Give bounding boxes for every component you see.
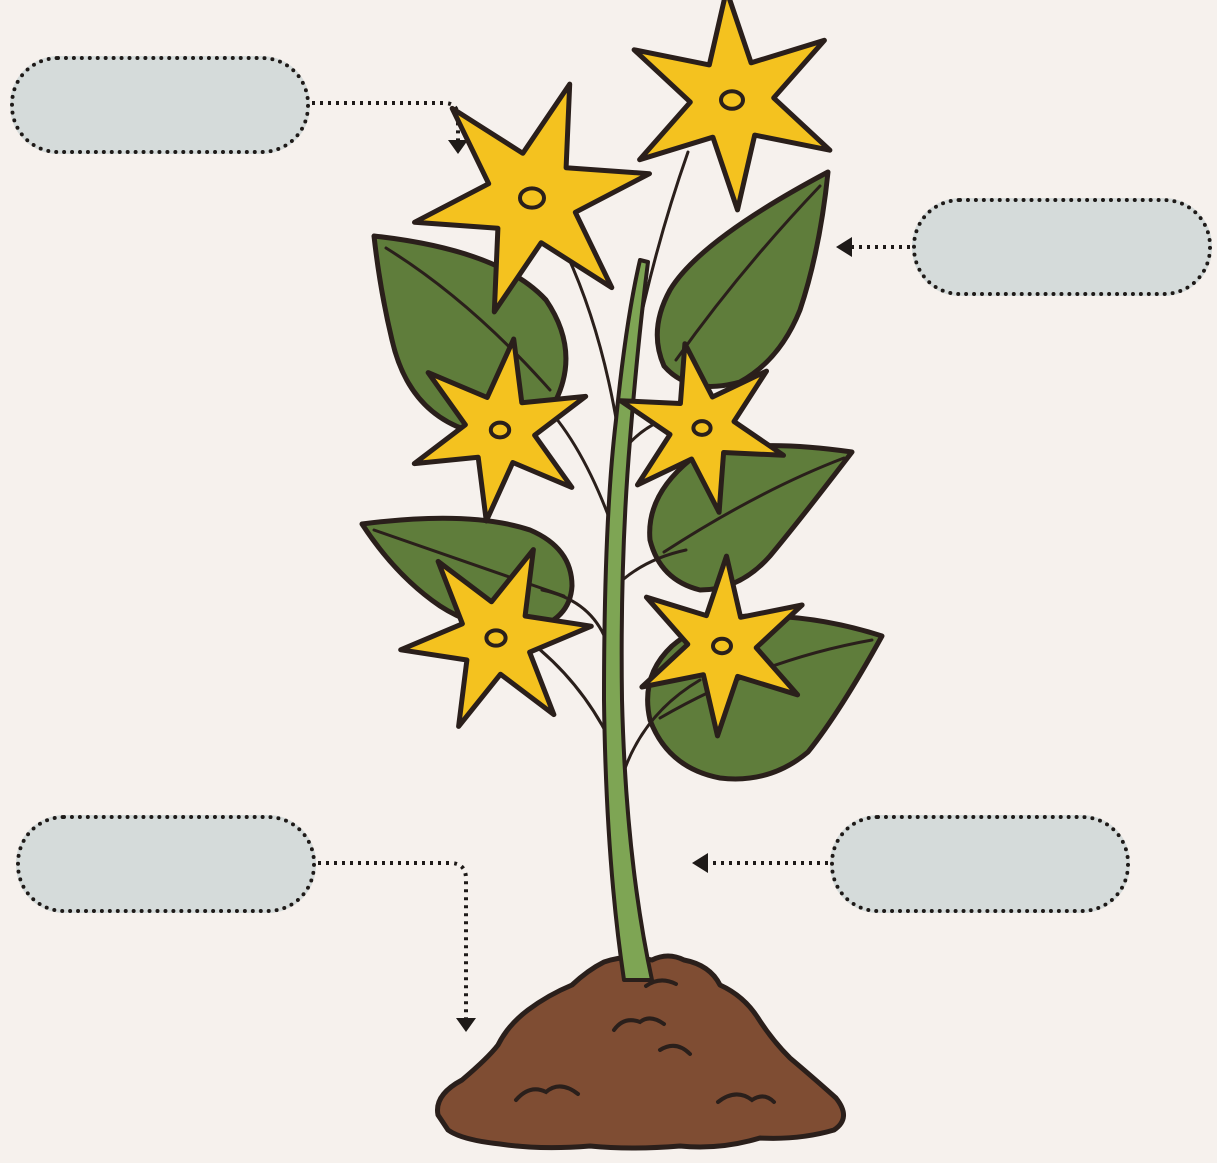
- flower-center-6: [711, 636, 733, 656]
- arrowheads: [448, 140, 852, 1032]
- leader-root: [318, 861, 468, 1018]
- flowers: [398, 0, 833, 739]
- label-box-root[interactable]: [16, 815, 316, 913]
- arrow-stem: [692, 853, 708, 873]
- flower-center-5: [484, 628, 508, 648]
- flower-6: [639, 553, 805, 739]
- arrow-flower: [448, 140, 468, 154]
- label-box-flower[interactable]: [10, 56, 310, 154]
- soil-mound: [435, 953, 846, 1151]
- flower-center-2: [719, 89, 745, 111]
- flower-1: [412, 81, 652, 315]
- flower-2: [631, 0, 833, 213]
- label-box-leaf[interactable]: [912, 198, 1212, 296]
- flower-center-4: [691, 419, 713, 437]
- flower-5: [398, 547, 594, 729]
- arrow-leaf: [836, 237, 852, 257]
- flower-3: [411, 336, 589, 524]
- main-stem: [602, 258, 654, 982]
- arrow-root: [456, 1018, 476, 1032]
- flower-center-1: [518, 186, 546, 210]
- flower-center-3: [488, 420, 512, 440]
- label-box-stem[interactable]: [830, 815, 1130, 913]
- flower-4: [618, 341, 786, 515]
- leader-flower: [312, 101, 460, 140]
